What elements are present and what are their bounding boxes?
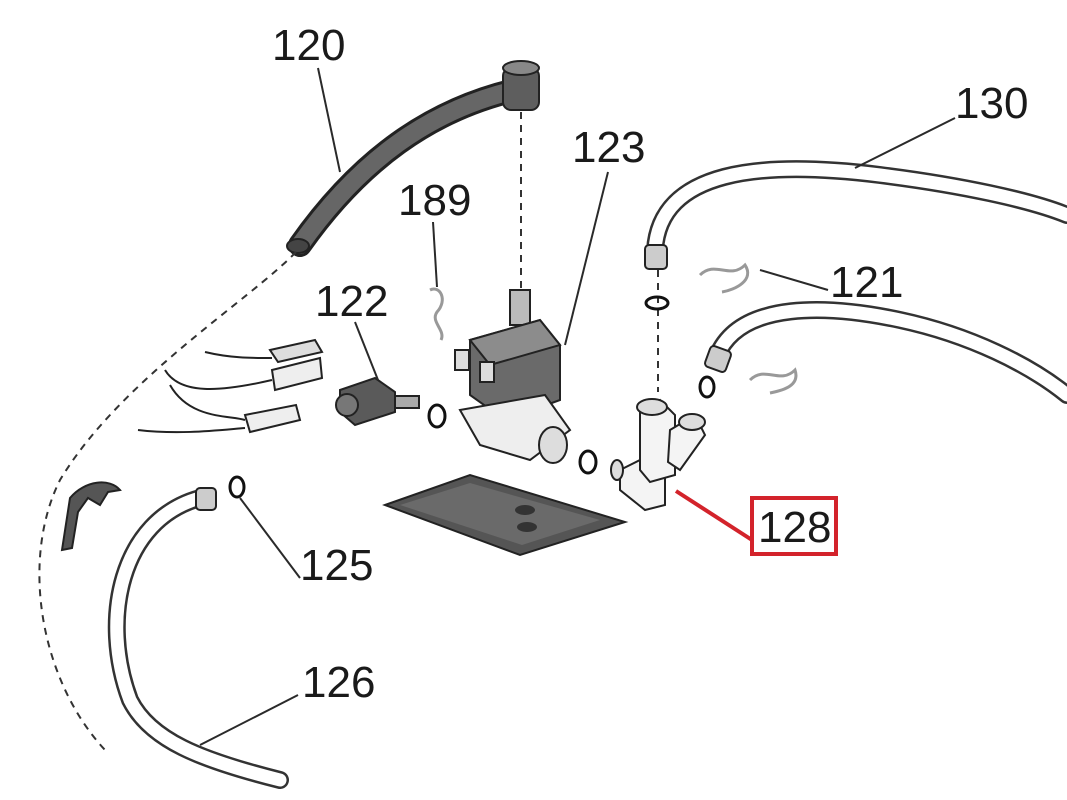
part-126-white-hose [107, 487, 289, 789]
spring-clip-121-top [698, 262, 749, 294]
leader-120 [317, 67, 341, 173]
leader-128-highlight [674, 489, 754, 542]
leader-130 [854, 117, 956, 169]
label-130: 130 [955, 79, 1028, 128]
part-125-o-ring [228, 475, 246, 499]
label-123: 123 [572, 123, 645, 172]
label-120: 120 [272, 21, 345, 70]
leader-126 [199, 694, 299, 746]
part-189-spring-clip [429, 287, 444, 341]
part-122-fitting [335, 376, 420, 427]
label-125: 125 [300, 541, 373, 590]
wire-harness [137, 338, 324, 434]
label-128: 128 [758, 503, 831, 552]
part-128-elbow-fitting [610, 398, 707, 512]
o-ring-upper [644, 295, 670, 311]
spring-clip-121-right [748, 367, 798, 395]
leader-125 [239, 497, 301, 579]
leader-122 [354, 321, 379, 381]
retaining-clip-left [60, 481, 122, 552]
part-130-white-hose [644, 160, 1067, 270]
drip-tray-plate [382, 473, 629, 557]
label-126: 126 [302, 658, 375, 707]
part-121-white-hose [704, 301, 1067, 404]
part-123-solenoid-valve [454, 289, 572, 464]
leader-189 [432, 221, 438, 288]
o-ring-122 [427, 403, 447, 429]
label-122: 122 [315, 277, 388, 326]
label-121: 121 [830, 258, 903, 307]
o-ring-valve [578, 449, 598, 475]
leader-121 [759, 269, 829, 291]
dashed-line-120-long [38, 251, 297, 751]
leader-123 [564, 171, 609, 346]
label-189: 189 [398, 176, 471, 225]
part-120-dark-tube [286, 60, 540, 257]
o-ring-121 [698, 375, 716, 399]
highlight-box-128 [750, 496, 838, 556]
